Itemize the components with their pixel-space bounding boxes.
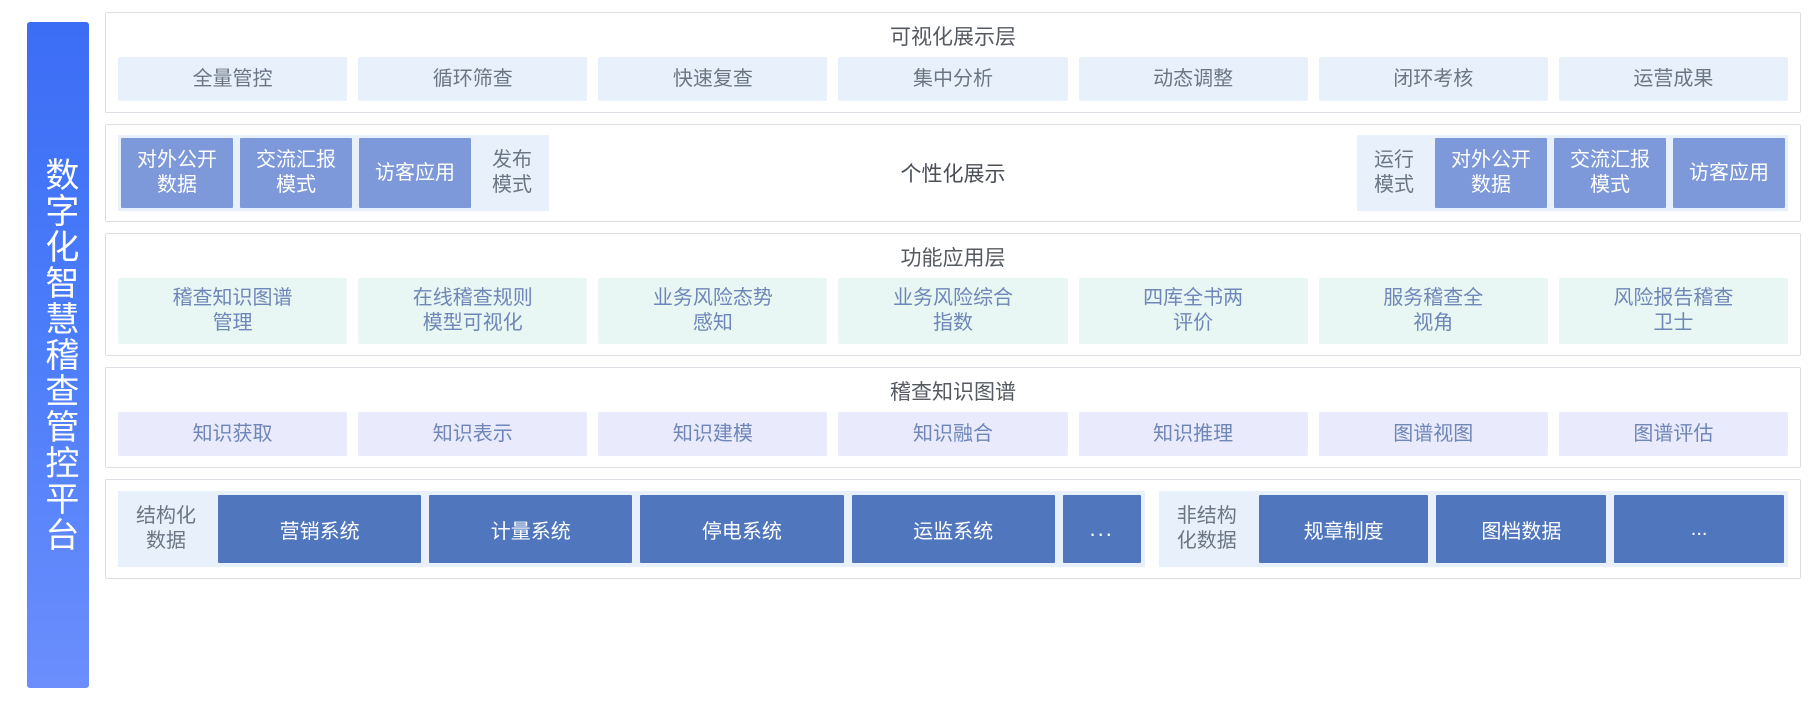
chip-visualization-6[interactable]: 闭环考核 [1318, 57, 1548, 101]
data-box-metering-system[interactable]: 计量系统 [429, 495, 633, 563]
chip-kg-4[interactable]: 知识融合 [838, 412, 1068, 456]
chip-function-2[interactable]: 在线稽查规则 模型可视化 [358, 278, 588, 344]
layer-knowledge-graph-title: 稽查知识图谱 [890, 381, 1016, 404]
chip-kg-3[interactable]: 知识建模 [598, 412, 828, 456]
layer-visualization-title: 可视化展示层 [890, 26, 1016, 49]
layer-function-chips: 稽查知识图谱 管理 在线稽查规则 模型可视化 业务风险态势 感知 业务风险综合 … [106, 278, 1800, 355]
layer-knowledge-graph-chips: 知识获取 知识表示 知识建模 知识融合 知识推理 图谱视图 图谱评估 [106, 412, 1800, 467]
chip-function-7[interactable]: 风险报告稽查 卫士 [1558, 278, 1788, 344]
chip-function-4[interactable]: 业务风险综合 指数 [838, 278, 1068, 344]
modes-group-left: 对外公开 数据 交流汇报 模式 访客应用 发布 模式 [118, 135, 549, 211]
platform-title-bar: 数字化智慧稽查管控平台 [27, 22, 89, 688]
mode-left-publish-mode[interactable]: 发布 模式 [492, 149, 532, 196]
modes-row: 对外公开 数据 交流汇报 模式 访客应用 发布 模式 个性化展示 运行 模式 对… [118, 135, 1788, 211]
chip-function-6[interactable]: 服务稽查全 视角 [1318, 278, 1548, 344]
chip-function-5[interactable]: 四库全书两 评价 [1078, 278, 1308, 344]
data-box-unstructured-more[interactable]: ... [1614, 495, 1784, 563]
data-box-drawing-archive-data[interactable]: 图档数据 [1436, 495, 1607, 563]
platform-title: 数字化智慧稽查管控平台 [39, 157, 78, 553]
chip-kg-2[interactable]: 知识表示 [358, 412, 588, 456]
chip-kg-1[interactable]: 知识获取 [118, 412, 348, 456]
layer-stack: 可视化展示层 全量管控 循环筛查 快速复查 集中分析 动态调整 闭环考核 运营成… [105, 12, 1801, 698]
layer-function-application: 功能应用层 稽查知识图谱 管理 在线稽查规则 模型可视化 业务风险态势 感知 业… [105, 233, 1801, 356]
mode-left-visitor-app[interactable]: 访客应用 [359, 138, 471, 208]
modes-center-label: 个性化展示 [549, 135, 1357, 211]
data-group-unstructured: 非结构 化数据 规章制度 图档数据 ... [1158, 491, 1788, 567]
layer-visualization-chips: 全量管控 循环筛查 快速复查 集中分析 动态调整 闭环考核 运营成果 [106, 57, 1800, 112]
chip-visualization-5[interactable]: 动态调整 [1078, 57, 1308, 101]
mode-right-run-mode[interactable]: 运行 模式 [1374, 149, 1414, 196]
layer-function-title: 功能应用层 [900, 247, 1006, 270]
mode-right-report-mode[interactable]: 交流汇报 模式 [1554, 138, 1666, 208]
mode-left-public-data[interactable]: 对外公开 数据 [121, 138, 233, 208]
data-label-unstructured: 非结构 化数据 [1176, 505, 1237, 552]
data-box-outage-system[interactable]: 停电系统 [640, 495, 844, 563]
layer-visualization: 可视化展示层 全量管控 循环筛查 快速复查 集中分析 动态调整 闭环考核 运营成… [105, 12, 1801, 113]
chip-kg-6[interactable]: 图谱视图 [1318, 412, 1548, 456]
chip-function-3[interactable]: 业务风险态势 感知 [598, 278, 828, 344]
chip-kg-7[interactable]: 图谱评估 [1558, 412, 1788, 456]
layer-modes: 对外公开 数据 交流汇报 模式 访客应用 发布 模式 个性化展示 运行 模式 对… [105, 124, 1801, 222]
data-box-marketing-system[interactable]: 营销系统 [218, 495, 422, 563]
mode-right-public-data[interactable]: 对外公开 数据 [1435, 138, 1547, 208]
data-label-structured: 结构化 数据 [136, 505, 196, 552]
mode-left-report-mode[interactable]: 交流汇报 模式 [240, 138, 352, 208]
data-box-rules-regulations[interactable]: 规章制度 [1258, 495, 1429, 563]
layer-data-sources: 结构化 数据 营销系统 计量系统 停电系统 运监系统 ... 非结构 化数据 规… [105, 479, 1801, 579]
data-box-operation-monitoring-system[interactable]: 运监系统 [851, 495, 1055, 563]
chip-visualization-4[interactable]: 集中分析 [838, 57, 1068, 101]
mode-right-visitor-app[interactable]: 访客应用 [1673, 138, 1785, 208]
chip-visualization-1[interactable]: 全量管控 [118, 57, 348, 101]
chip-visualization-2[interactable]: 循环筛查 [358, 57, 588, 101]
chip-kg-5[interactable]: 知识推理 [1078, 412, 1308, 456]
chip-visualization-7[interactable]: 运营成果 [1558, 57, 1788, 101]
chip-function-1[interactable]: 稽查知识图谱 管理 [118, 278, 348, 344]
data-group-structured: 结构化 数据 营销系统 计量系统 停电系统 运监系统 ... [118, 491, 1145, 567]
modes-group-right: 运行 模式 对外公开 数据 交流汇报 模式 访客应用 [1357, 135, 1788, 211]
chip-visualization-3[interactable]: 快速复查 [598, 57, 828, 101]
layer-knowledge-graph: 稽查知识图谱 知识获取 知识表示 知识建模 知识融合 知识推理 图谱视图 图谱评… [105, 367, 1801, 468]
data-box-structured-more[interactable]: ... [1062, 495, 1141, 563]
